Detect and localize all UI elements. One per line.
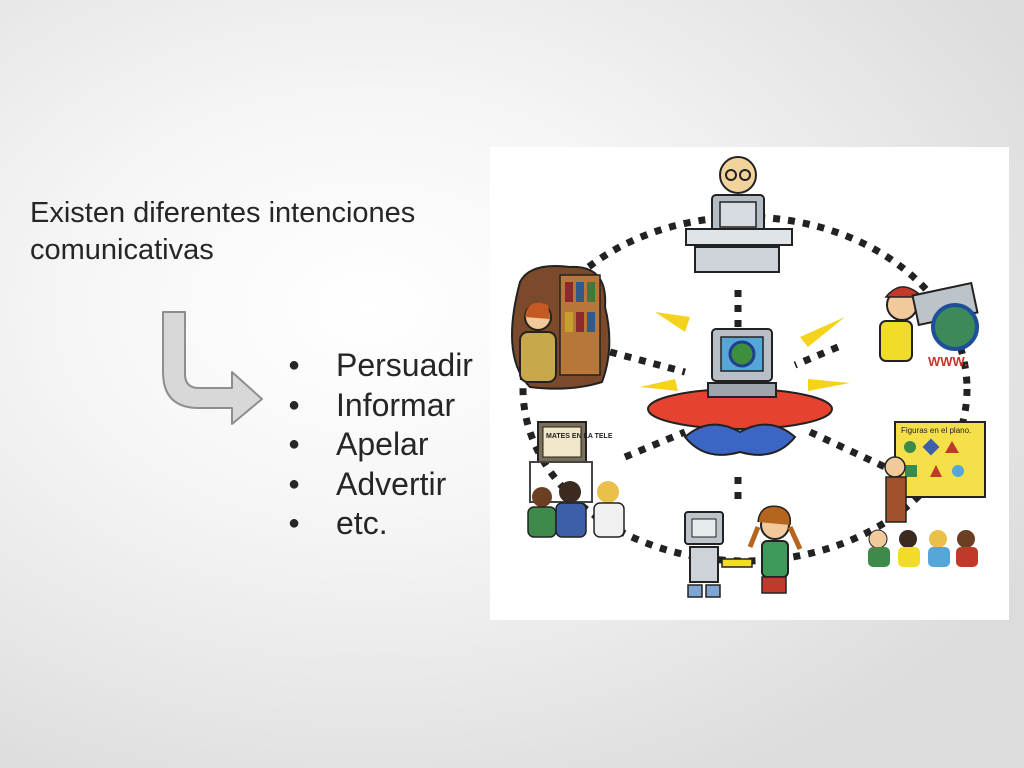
girl-with-robot-icon [684,505,803,598]
kids-watching-tv-icon: MATES EN LA TELE [527,421,625,538]
network-diagram: WWW. MATES EN LA TELE Figuras en el plan… [511,156,986,598]
board-label: Figuras en el plano. [901,426,971,435]
list-item: ● etc. [286,504,473,544]
list-item-label: Advertir [336,465,447,502]
intentions-list: ● Persuadir ● Informar ● Apelar ● Advertir ●… [286,346,473,544]
list-item: ● Apelar [286,425,473,465]
teacher-shapes-board-icon: Figuras en el plano. [868,421,986,567]
bullet-icon: ● [288,354,301,376]
boy-with-globe-icon: WWW. [879,281,979,369]
list-item-label: Informar [336,386,456,423]
bullet-icon: ● [288,472,301,495]
communication-network-illustration: WWW. MATES EN LA TELE Figuras en el plan… [490,147,1009,620]
books-label: MATES EN LA TELE [546,433,613,440]
list-item: ● Advertir [286,465,473,505]
list-item-label: Apelar [336,426,429,462]
dotted-spokes [609,290,887,507]
bullet-icon: ● [288,512,301,534]
list-item: ● Informar [286,386,473,426]
www-label: WWW. [928,354,968,369]
list-item: ● Persuadir [286,346,473,386]
library-woman-icon [511,265,611,390]
central-computer-icon [640,312,850,456]
slide-heading: Existen diferentes intenciones comunicat… [30,197,416,266]
list-item-label: etc. [336,505,388,541]
curved-arrow-icon [162,311,263,425]
bullet-icon: ● [288,393,301,416]
list-item-label: Persuadir [336,347,473,383]
man-with-computer-icon [685,156,793,273]
bullet-icon: ● [288,433,301,455]
